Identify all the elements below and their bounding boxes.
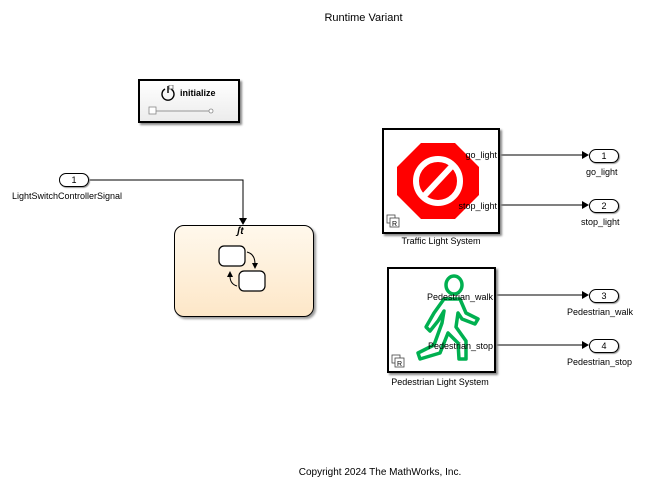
outport-2-label: stop_light xyxy=(581,217,620,227)
outport-4-label: Pedestrian_stop xyxy=(567,357,633,367)
walking-person-icon xyxy=(416,274,480,361)
arrowhead xyxy=(582,201,589,209)
initialize-block[interactable]: initialize xyxy=(138,79,240,123)
arrowhead xyxy=(582,151,589,159)
slider-thumb xyxy=(148,106,157,115)
inport-label: LightSwitchControllerSignal xyxy=(12,191,123,201)
port-label-pedestrian-stop: Pedestrian_stop xyxy=(427,341,493,351)
outport-1-label: go_light xyxy=(586,167,618,177)
power-icon xyxy=(161,85,175,101)
stateflow-icon xyxy=(218,245,266,292)
outport-2[interactable]: 2 xyxy=(589,199,619,213)
referenced-model-badge-icon: R xyxy=(391,354,405,368)
outport-3-label: Pedestrian_walk xyxy=(567,307,634,317)
port-label-go-light: go_light xyxy=(465,150,497,160)
port-label-pedestrian-walk: Pedestrian_walk xyxy=(426,292,493,302)
port-label-stop-light: stop_light xyxy=(458,201,497,211)
signal-line-input xyxy=(88,179,244,220)
traffic-light-system-caption: Traffic Light System xyxy=(401,236,481,246)
traffic-light-system-block[interactable]: go_light stop_light R xyxy=(382,128,500,234)
inport-1[interactable]: 1 xyxy=(59,173,89,187)
pedestrian-light-system-block[interactable]: Pedestrian_walk Pedestrian_stop R xyxy=(387,267,496,373)
arrowhead xyxy=(582,291,589,299)
outport-3[interactable]: 3 xyxy=(589,289,619,303)
diagram-title: Runtime Variant xyxy=(324,12,403,24)
stateflow-chart-block[interactable]: ʃt xyxy=(174,225,314,317)
initialize-slider[interactable] xyxy=(148,106,218,116)
outport-4[interactable]: 4 xyxy=(589,339,619,353)
svg-text:R: R xyxy=(392,221,397,228)
copyright-notice: Copyright 2024 The MathWorks, Inc. xyxy=(298,467,462,478)
slider-end xyxy=(208,108,214,114)
arrowhead xyxy=(239,218,247,225)
referenced-model-badge-icon: R xyxy=(386,214,400,228)
no-entry-stop-sign-icon xyxy=(397,143,479,219)
svg-text:R: R xyxy=(397,361,402,368)
arrowhead xyxy=(582,341,589,349)
initialize-label: initialize xyxy=(180,88,216,98)
outport-1[interactable]: 1 xyxy=(589,149,619,163)
pedestrian-light-system-caption: Pedestrian Light System xyxy=(391,377,489,387)
trigger-icon: ʃt xyxy=(237,226,244,237)
